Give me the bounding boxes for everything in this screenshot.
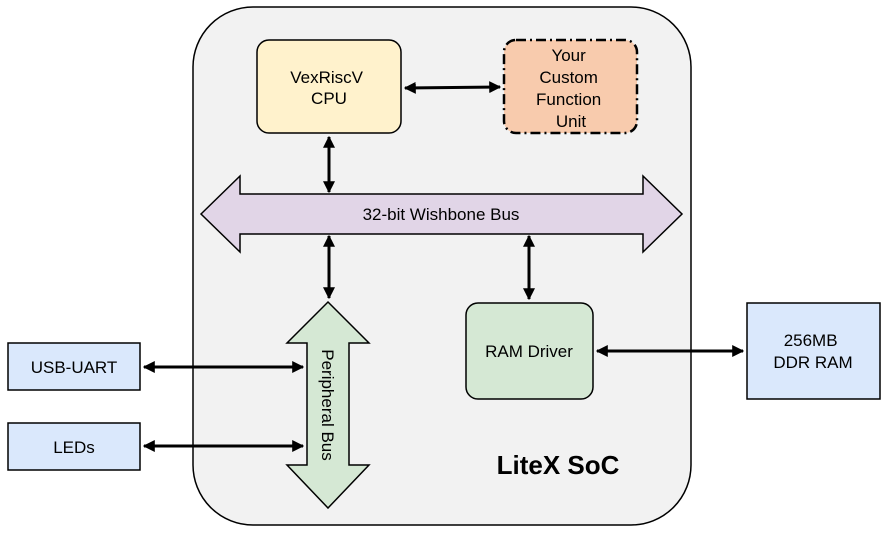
ddr-ram-line2: DDR RAM [773, 353, 852, 372]
usb-uart-label: USB-UART [31, 358, 118, 377]
custom-unit-line1: Your [551, 46, 586, 65]
cpu-label-line2: CPU [311, 89, 347, 108]
peripheral-bus-arrow [285, 300, 371, 510]
ddr-ram-line1: 256MB [784, 331, 838, 350]
leds-box [7, 422, 141, 471]
custom-unit-line4: Unit [556, 112, 587, 131]
ddr-ram-box [746, 302, 881, 400]
ddr-ram-label: 256MB DDR RAM [773, 331, 852, 372]
wishbone-bus-label: 32-bit Wishbone Bus [363, 205, 520, 224]
cpu-custom-unit-connector [403, 81, 502, 94]
usb-uart-box [7, 342, 141, 391]
cpu-label-line1: VexRiscV [290, 68, 363, 87]
custom-function-unit-box [502, 38, 639, 135]
wishbone-bus-arrow [199, 174, 684, 254]
custom-function-unit-label: Your Custom Function Unit [536, 46, 606, 131]
ram-driver-box [465, 302, 594, 400]
cpu-box [256, 39, 402, 134]
leds-label: LEDs [53, 438, 95, 457]
custom-unit-line3: Function [536, 90, 601, 109]
custom-unit-line2: Custom [539, 68, 598, 87]
soc-title: LiteX SoC [497, 450, 620, 480]
ram-driver-label: RAM Driver [485, 342, 573, 361]
cpu-label: VexRiscV CPU [290, 68, 367, 108]
peripheral-bus-label: Peripheral Bus [318, 349, 337, 461]
